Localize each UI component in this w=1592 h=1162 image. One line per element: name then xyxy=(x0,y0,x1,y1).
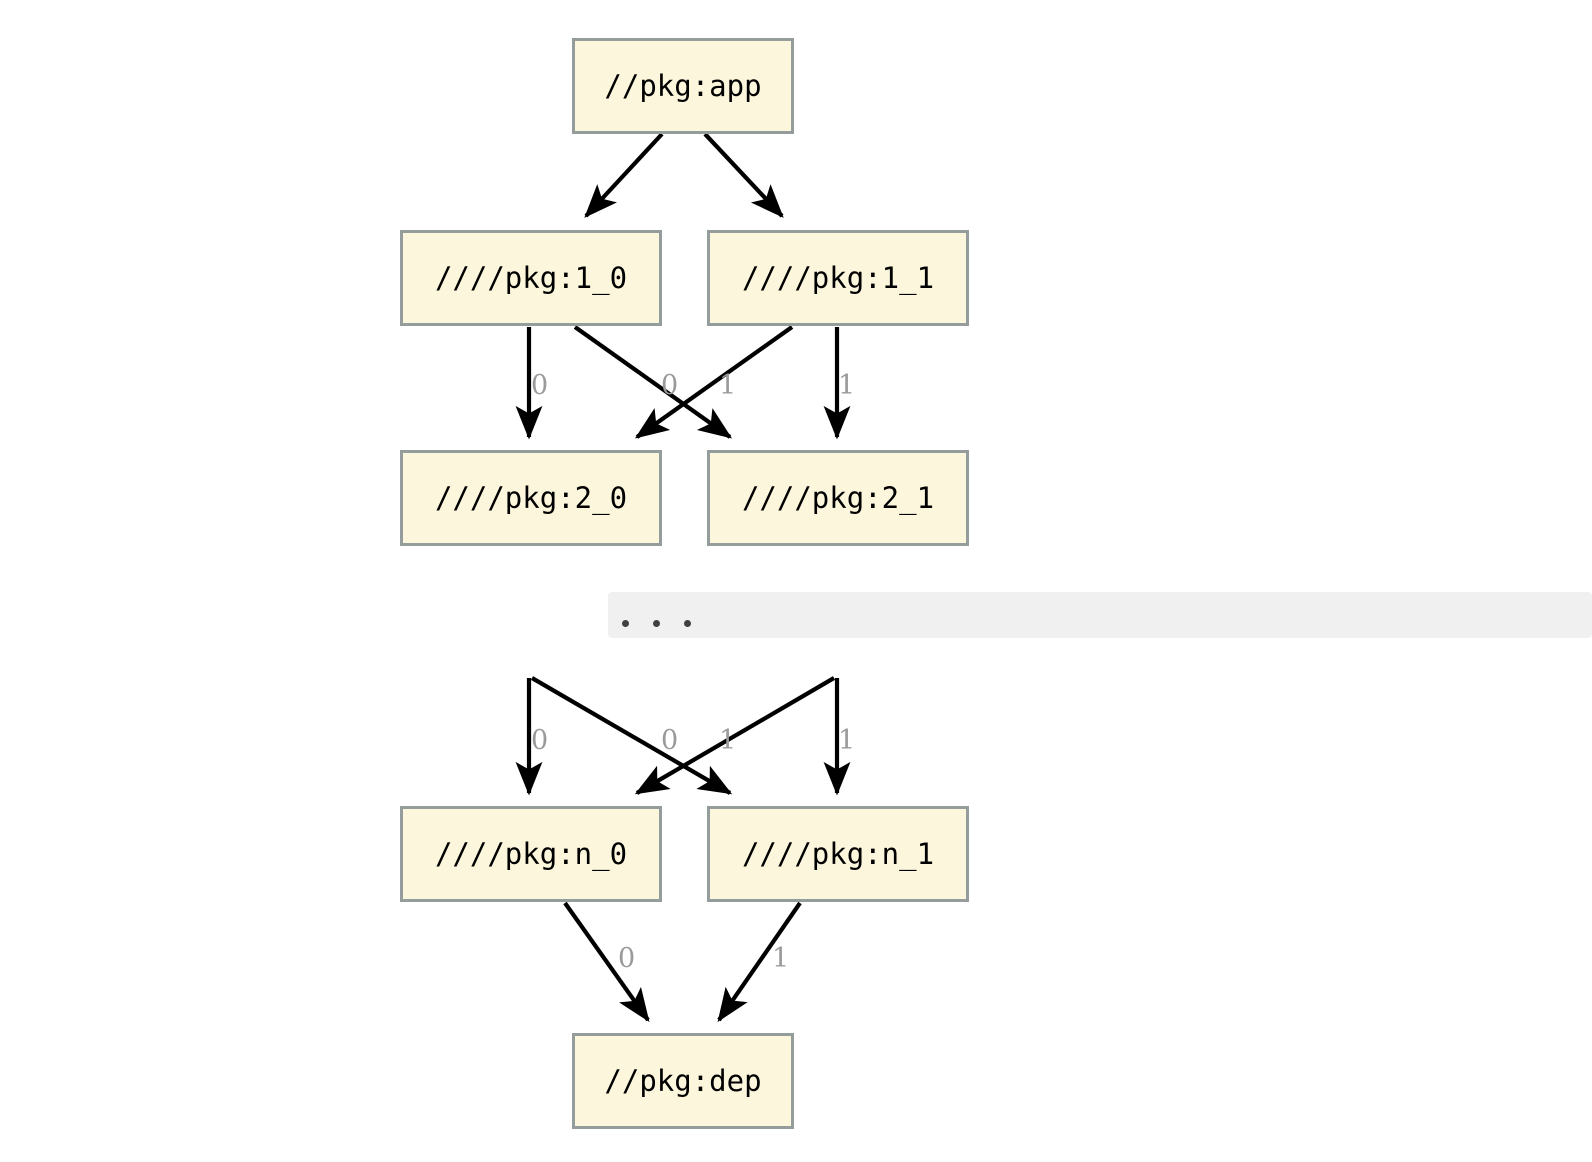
graph-node-n_0[interactable]: ////pkg:n_0 xyxy=(400,806,662,902)
node-label-1_0: ////pkg:1_0 xyxy=(434,261,628,295)
graph-node-1_1[interactable]: ////pkg:1_1 xyxy=(707,230,969,326)
graph-node-app[interactable]: //pkg:app xyxy=(572,38,794,134)
edge-hidden-to-n_1-cross xyxy=(530,676,733,795)
edge-label-upper-mid-1: 1 xyxy=(719,370,737,401)
node-label-1_1: ////pkg:1_1 xyxy=(741,261,935,295)
graph-node-2_1[interactable]: ////pkg:2_1 xyxy=(707,450,969,546)
edge-label-dep-0: 0 xyxy=(618,943,636,974)
edge-label-lower-left-0: 0 xyxy=(531,725,549,756)
ellipsis-dot xyxy=(684,619,691,627)
ellipsis-icon xyxy=(622,619,691,627)
edge-1_1-to-2_0 xyxy=(634,325,794,439)
edge-label-lower-mid-0: 0 xyxy=(661,725,679,756)
edge-label-dep-1: 1 xyxy=(772,943,790,974)
edge-app-to-1_0 xyxy=(584,132,664,218)
edge-label-upper-left-0: 0 xyxy=(531,370,549,401)
truncation-band[interactable] xyxy=(608,592,1592,638)
edge-hidden-to-n_0-cross xyxy=(634,676,836,795)
graph-node-2_0[interactable]: ////pkg:2_0 xyxy=(400,450,662,546)
ellipsis-dot xyxy=(653,619,660,627)
edge-app-to-1_1 xyxy=(703,132,784,218)
graph-node-n_1[interactable]: ////pkg:n_1 xyxy=(707,806,969,902)
node-label-n_0: ////pkg:n_0 xyxy=(434,837,628,871)
edge-label-upper-right-1: 1 xyxy=(838,370,856,401)
graph-node-1_0[interactable]: ////pkg:1_0 xyxy=(400,230,662,326)
node-label-app: //pkg:app xyxy=(604,69,762,103)
edge-label-upper-mid-0: 0 xyxy=(661,370,679,401)
edge-label-lower-mid-1: 1 xyxy=(719,725,737,756)
graph-node-dep[interactable]: //pkg:dep xyxy=(572,1033,794,1129)
ellipsis-dot xyxy=(622,619,629,627)
node-label-2_1: ////pkg:2_1 xyxy=(741,481,935,515)
edge-n_0-to-dep xyxy=(563,901,650,1023)
node-label-dep: //pkg:dep xyxy=(604,1064,762,1098)
edge-n_1-to-dep xyxy=(717,901,802,1023)
edge-1_0-to-2_1 xyxy=(573,325,733,439)
node-label-n_1: ////pkg:n_1 xyxy=(741,837,935,871)
node-label-2_0: ////pkg:2_0 xyxy=(434,481,628,515)
edge-label-lower-right-1: 1 xyxy=(838,725,856,756)
